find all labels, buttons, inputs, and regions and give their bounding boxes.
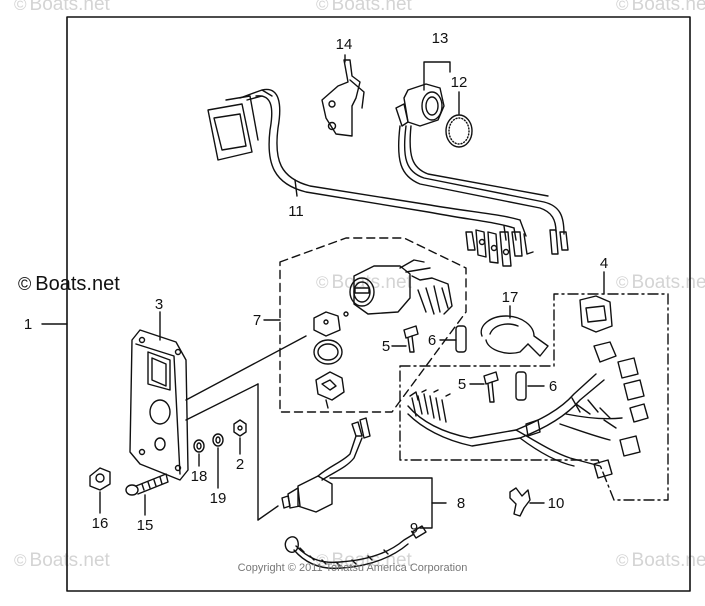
stop-switch-8: [281, 417, 371, 513]
callout-label-c5a: 5: [382, 338, 390, 355]
callout-label-c16: 16: [92, 515, 109, 532]
callout-label-c14: 14: [336, 36, 353, 53]
nut-2: [233, 419, 247, 437]
callout-label-c4: 4: [600, 255, 608, 272]
callout-label-c5b: 5: [458, 376, 466, 393]
callout-label-c6a: 6: [428, 332, 436, 349]
diagram-frame: [66, 16, 691, 592]
main-harness-box: [399, 293, 669, 501]
callout-label-c18: 18: [191, 468, 208, 485]
sleeve-6-upper: [455, 325, 467, 353]
copyright-notice: Copyright © 2011 Tohatsu America Corpora…: [237, 562, 468, 574]
lanyard-9: [284, 525, 427, 570]
key-switch: [313, 259, 453, 409]
watermark: ©Boats.net: [616, 550, 705, 571]
callout-label-c15: 15: [137, 517, 154, 534]
callout-label-c2: 2: [236, 456, 244, 473]
screw-5-lower: [483, 371, 499, 403]
callout-label-c3: 3: [155, 296, 163, 313]
keyswitch-group-box: [279, 237, 467, 413]
callout-label-c19: 19: [210, 490, 227, 507]
callout-label-c13: 13: [432, 30, 449, 47]
buzzer-13: [395, 83, 569, 255]
clamp-17: [480, 315, 549, 357]
watermark: ©Boats.net: [14, 550, 110, 571]
callout-label-c12: 12: [451, 74, 468, 91]
washer-18: [193, 439, 205, 453]
nut-16: [89, 467, 111, 491]
washer-19: [212, 433, 224, 447]
callout-label-c9: 9: [410, 520, 418, 537]
watermark: ©Boats.net: [14, 0, 110, 15]
cap-12: [445, 114, 473, 148]
screw-15: [125, 473, 169, 496]
callout-label-c6b: 6: [549, 378, 557, 395]
watermark: ©Boats.net: [616, 272, 705, 293]
bracket-14: [321, 59, 365, 137]
clip-10: [509, 487, 531, 517]
screw-5-upper: [403, 325, 419, 353]
main-harness-4: [407, 295, 649, 479]
brand-mark: ©Boats.net: [18, 273, 120, 295]
callout-label-c10: 10: [548, 495, 565, 512]
callout-label-c1: 1: [24, 316, 32, 333]
callout-label-c7: 7: [253, 312, 261, 329]
switch-harness-11: [207, 88, 534, 267]
callout-label-c17: 17: [502, 289, 519, 306]
watermark: ©Boats.net: [316, 0, 412, 15]
callout-label-c8: 8: [457, 495, 465, 512]
watermark: ©Boats.net: [616, 0, 705, 15]
sleeve-6-lower: [515, 371, 527, 401]
callout-label-c11: 11: [288, 203, 304, 220]
panel-plate-3: [129, 329, 189, 481]
